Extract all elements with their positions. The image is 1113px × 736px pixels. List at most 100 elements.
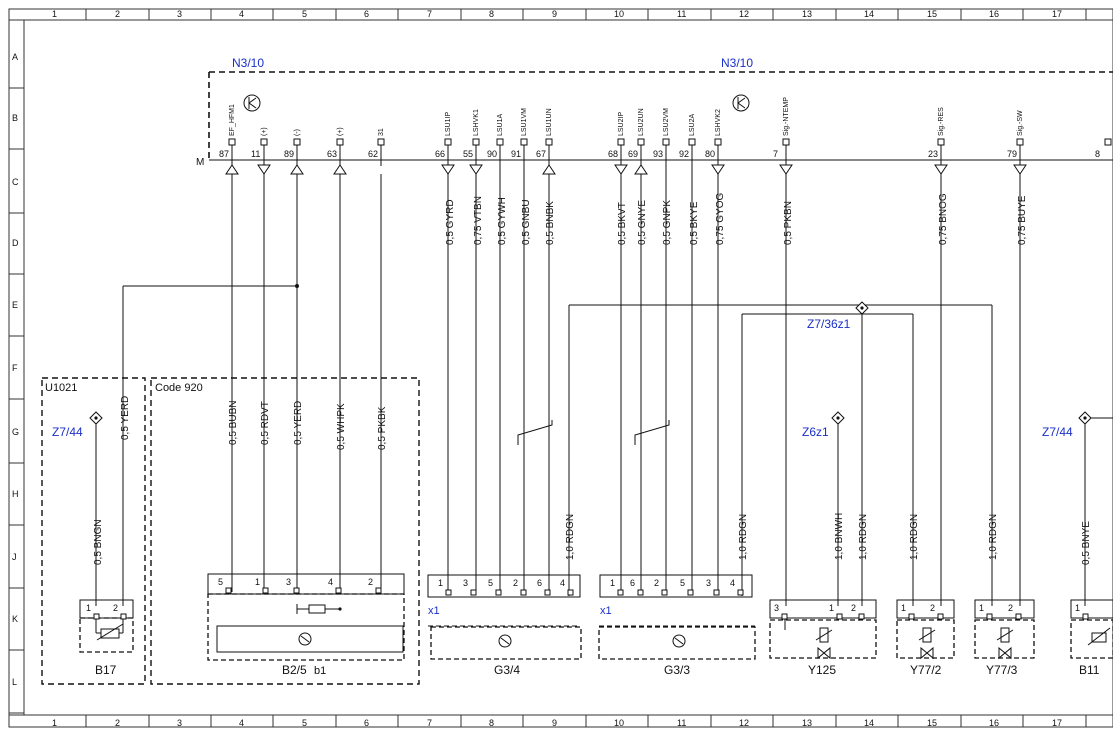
ecu-pin-number: 69 [628,149,638,159]
ground-mark: M [196,157,204,168]
ecu-pin-label: LSU2IP [618,112,625,136]
row-letter: B [12,113,18,123]
ecu-pin-label: Sig.-RES [938,107,945,136]
ecu-pin-number: 87 [219,149,229,159]
component-pin-number: 2 [1008,603,1013,613]
signal-output-arrow-icon [469,164,483,175]
row-letter: G [12,427,19,437]
ecu-pin-label: LSHVK1 [473,109,480,136]
splice-z7-44-right-icon [1078,411,1092,425]
component-pin-number: 2 [654,578,659,588]
twisted-pair-marker [634,420,670,445]
wire-label: 0,5 WHPK [336,403,347,450]
ecu-pin-number: 66 [435,149,445,159]
column-number: 8 [489,9,494,19]
splice-main-icon [855,301,869,315]
column-number: 5 [302,718,307,728]
ecu-pin-number: 92 [679,149,689,159]
component-pin-number: 3 [774,603,779,613]
component-y77-2: Y77/2 [896,599,955,677]
component-pin-number: 1 [610,578,615,588]
signal-input-arrow-icon [225,164,239,175]
wire-label: 0,5 GNYE [637,200,648,245]
ecu-pin-label: EF_HFM1 [229,104,236,136]
row-letter: L [12,677,17,687]
splice-z6z1-icon [831,411,845,425]
column-number: 2 [115,718,120,728]
group-u1021-box [41,377,146,685]
signal-output-arrow-icon [614,164,628,175]
column-number: 3 [177,718,182,728]
ecu-pin-label: LSU2UN [638,108,645,136]
wire-label: 0,5 GNBU [521,199,532,245]
wire-label: 1,0 RDGN [738,514,749,560]
signal-input-arrow-icon [542,164,556,175]
component-pin-number: 4 [730,578,735,588]
splice-z7-44-right-label: Z7/44 [1042,425,1073,439]
wire-label: 0,75 GYOG [715,193,726,245]
component-pin-number: 6 [630,578,635,588]
ecu-pin-label: Sig.-NTEMP [783,97,790,136]
component-b2-5: B2/5 b1 [207,573,405,677]
component-y125: Y125 [769,599,877,677]
splice-z7-44-left-label: Z7/44 [52,425,83,439]
component-g3-4-name: G3/4 [494,663,520,677]
ecu-pin-label: LSU2VM [663,108,670,136]
ecu-pin-number: 8 [1095,149,1100,159]
row-letter: A [12,52,18,62]
ecu-pin-number: 7 [773,149,778,159]
ecu-pin-label: (+) [261,127,268,136]
component-pin-number: 1 [86,603,91,613]
component-b2-5-name: B2/5 [282,663,307,677]
wire-label: 0,5 BKVT [617,202,628,245]
signal-output-arrow-icon [257,164,271,175]
thermistor-icon [1087,627,1111,646]
ecu-pin-label: 31 [378,128,385,136]
component-pin-number: 1 [255,577,260,587]
wire-label: 0,5 RDVT [260,401,271,445]
ecu-pin-label: LSU1VM [521,108,528,136]
ecu-title-right: N3/10 [721,56,753,70]
ecu-pin-number: 63 [327,149,337,159]
column-number: 9 [552,718,557,728]
component-g3-3: x1 G3/3 [598,574,756,677]
wire-label: 1,0 RDGN [858,514,869,560]
column-number: 7 [427,9,432,19]
oxygen-sensor-icon [672,634,686,648]
component-g3-3-name: G3/3 [664,663,690,677]
row-letter: H [12,489,19,499]
g3-3-connector-label: x1 [600,605,612,617]
component-b11: B11 [1070,599,1113,677]
g3-4-connector-label: x1 [428,605,440,617]
column-number: 4 [239,9,244,19]
column-number: 17 [1052,718,1062,728]
component-pin-number: 1 [438,578,443,588]
signal-output-arrow-icon [1013,164,1027,175]
column-number: 17 [1052,9,1062,19]
ecu-pin-label: LSU1IP [445,112,452,136]
wire-label: 0,5 GNPK [662,200,673,245]
ecu-pin-label: LSU1UN [546,108,553,136]
column-number: 14 [864,9,874,19]
ecu-pin-number: 11 [251,149,260,159]
signal-output-arrow-icon [779,164,793,175]
wire-label: 0,75 BUYE [1017,195,1028,245]
ecu-pin-number: 23 [928,149,938,159]
column-number: 6 [364,718,369,728]
column-number: 14 [864,718,874,728]
column-number: 6 [364,9,369,19]
component-pin-number: 1 [1075,603,1080,613]
ecu-pin-number: 55 [463,149,473,159]
twisted-pair-marker [517,420,553,445]
row-letter: F [12,363,18,373]
component-y77-2-name: Y77/2 [910,663,942,677]
column-number: 5 [302,9,307,19]
ecu-title-left: N3/10 [232,56,264,70]
column-number: 8 [489,718,494,728]
ecu-pin-number: 67 [536,149,546,159]
wire-label: 0,5 PKBN [783,201,794,245]
wire-label: 1,0 BNWH [834,513,845,560]
wire-label: 1,0 RDGN [988,514,999,560]
